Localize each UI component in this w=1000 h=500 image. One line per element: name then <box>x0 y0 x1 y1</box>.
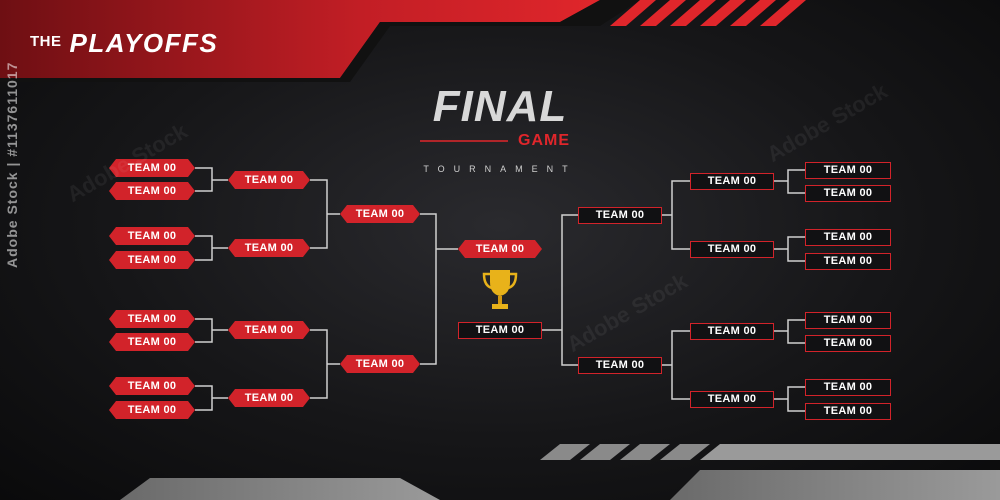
right-semi-slot-1[interactable]: TEAM 00 <box>578 207 662 224</box>
right-r1-slot-8[interactable]: TEAM 00 <box>805 403 891 420</box>
left-r2-slot-4[interactable]: TEAM 00 <box>228 389 310 407</box>
tournament-label: TOURNAMENT <box>423 164 577 174</box>
right-r2-slot-3[interactable]: TEAM 00 <box>690 323 774 340</box>
left-r2-slot-3[interactable]: TEAM 00 <box>228 321 310 339</box>
header-playoffs: PLAYOFFS <box>69 28 219 58</box>
left-semi-slot-1[interactable]: TEAM 00 <box>340 205 420 223</box>
right-r1-slot-5[interactable]: TEAM 00 <box>805 312 891 329</box>
header-prefix: THE <box>30 33 62 50</box>
header-title: THE PLAYOFFS <box>30 28 218 59</box>
stock-id-watermark: Adobe Stock | #1137611017 <box>4 61 20 268</box>
right-r1-slot-1[interactable]: TEAM 00 <box>805 162 891 179</box>
right-r1-slot-3[interactable]: TEAM 00 <box>805 229 891 246</box>
trophy-icon <box>480 266 520 314</box>
right-r1-slot-6[interactable]: TEAM 00 <box>805 335 891 352</box>
left-r1-slot-4[interactable]: TEAM 00 <box>109 251 195 269</box>
right-semi-slot-2[interactable]: TEAM 00 <box>578 357 662 374</box>
right-r2-slot-2[interactable]: TEAM 00 <box>690 241 774 258</box>
left-r1-slot-2[interactable]: TEAM 00 <box>109 182 195 200</box>
left-r1-slot-1[interactable]: TEAM 00 <box>109 159 195 177</box>
game-subtitle: GAME <box>518 132 570 149</box>
left-r1-slot-8[interactable]: TEAM 00 <box>109 401 195 419</box>
left-r1-slot-7[interactable]: TEAM 00 <box>109 377 195 395</box>
left-r2-slot-2[interactable]: TEAM 00 <box>228 239 310 257</box>
final-slot-bottom[interactable]: TEAM 00 <box>458 322 542 339</box>
final-title: FINAL <box>432 82 568 131</box>
left-semi-slot-2[interactable]: TEAM 00 <box>340 355 420 373</box>
left-r1-slot-3[interactable]: TEAM 00 <box>109 227 195 245</box>
left-r1-slot-5[interactable]: TEAM 00 <box>109 310 195 328</box>
right-r2-slot-1[interactable]: TEAM 00 <box>690 173 774 190</box>
right-r1-slot-7[interactable]: TEAM 00 <box>805 379 891 396</box>
right-r1-slot-2[interactable]: TEAM 00 <box>805 185 891 202</box>
final-slot-top[interactable]: TEAM 00 <box>458 240 542 258</box>
right-r1-slot-4[interactable]: TEAM 00 <box>805 253 891 270</box>
left-r1-slot-6[interactable]: TEAM 00 <box>109 333 195 351</box>
right-r2-slot-4[interactable]: TEAM 00 <box>690 391 774 408</box>
left-r2-slot-1[interactable]: TEAM 00 <box>228 171 310 189</box>
